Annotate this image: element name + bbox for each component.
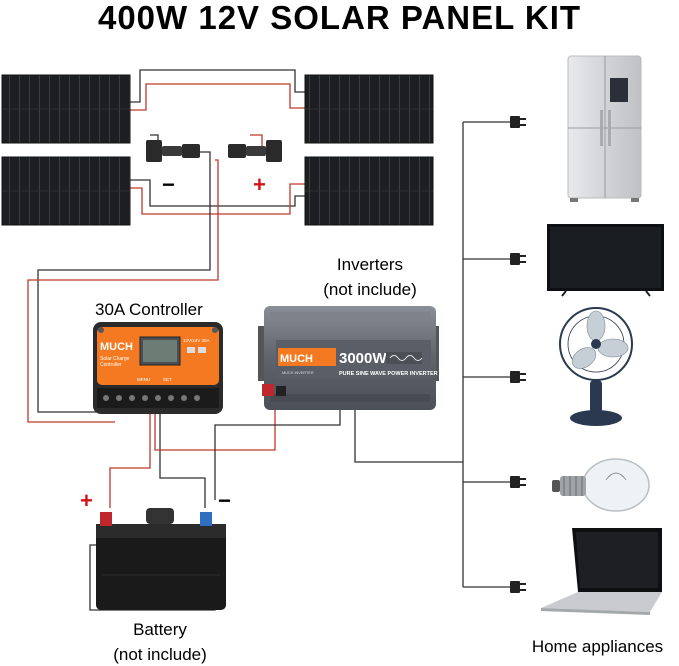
fan-icon — [559, 307, 633, 426]
plug-icon — [510, 476, 520, 488]
solar-panel-top-right — [304, 74, 434, 144]
inverter-brand-sub: MUCH INVERTER — [282, 371, 314, 375]
positive-sign: + — [253, 172, 266, 197]
television-icon — [547, 224, 664, 297]
controller-brand: MUCH — [100, 341, 133, 353]
negative-sign: − — [162, 172, 175, 197]
mc4-branch-connector-negative — [146, 140, 200, 162]
controller-button-set: SET — [163, 377, 172, 382]
controller-button-menu: MENU — [137, 377, 150, 382]
inverter-subtitle: PURE SINE WAVE POWER INVERTER — [339, 371, 438, 377]
battery-label-line1: Battery — [133, 620, 187, 639]
mc4-branch-connector-positive — [228, 140, 282, 162]
refrigerator-icon — [567, 55, 642, 202]
solar-panel-top-left — [1, 74, 131, 144]
appliance-plugs — [510, 116, 526, 593]
controller-name-line1: Solar Charge — [100, 356, 130, 362]
appliances-label: Home appliances — [531, 637, 664, 656]
battery-negative-sign: − — [218, 488, 231, 513]
solar-panel-bottom-left — [1, 156, 131, 226]
plug-icon — [510, 253, 520, 265]
plug-icon — [510, 371, 520, 383]
inverter-label-line2: (not include) — [323, 280, 417, 299]
plug-icon — [510, 116, 520, 128]
battery — [96, 508, 226, 610]
controller-name-line2: Controller — [100, 362, 122, 368]
laptop-icon — [541, 528, 662, 615]
inverter-brand: MUCH — [280, 353, 313, 365]
page-title: 400W 12V SOLAR PANEL KIT — [97, 0, 582, 36]
controller-label: 30A Controller — [95, 300, 203, 319]
battery-positive-sign: + — [80, 488, 93, 513]
solar-panel-bottom-right — [304, 156, 434, 226]
inverter-label-line1: Inverters — [336, 255, 404, 274]
power-inverter: MUCH MUCH INVERTER 3000W PURE SINE WAVE … — [258, 306, 439, 410]
light-bulb-icon — [552, 458, 650, 512]
plug-icon — [510, 581, 520, 593]
charge-controller: MUCH Solar Charge Controller 12V/24V 30A… — [93, 322, 223, 414]
controller-spec: 12V/24V 30A — [183, 338, 210, 343]
inverter-power: 3000W — [339, 350, 387, 367]
battery-label-line2: (not include) — [113, 645, 207, 664]
